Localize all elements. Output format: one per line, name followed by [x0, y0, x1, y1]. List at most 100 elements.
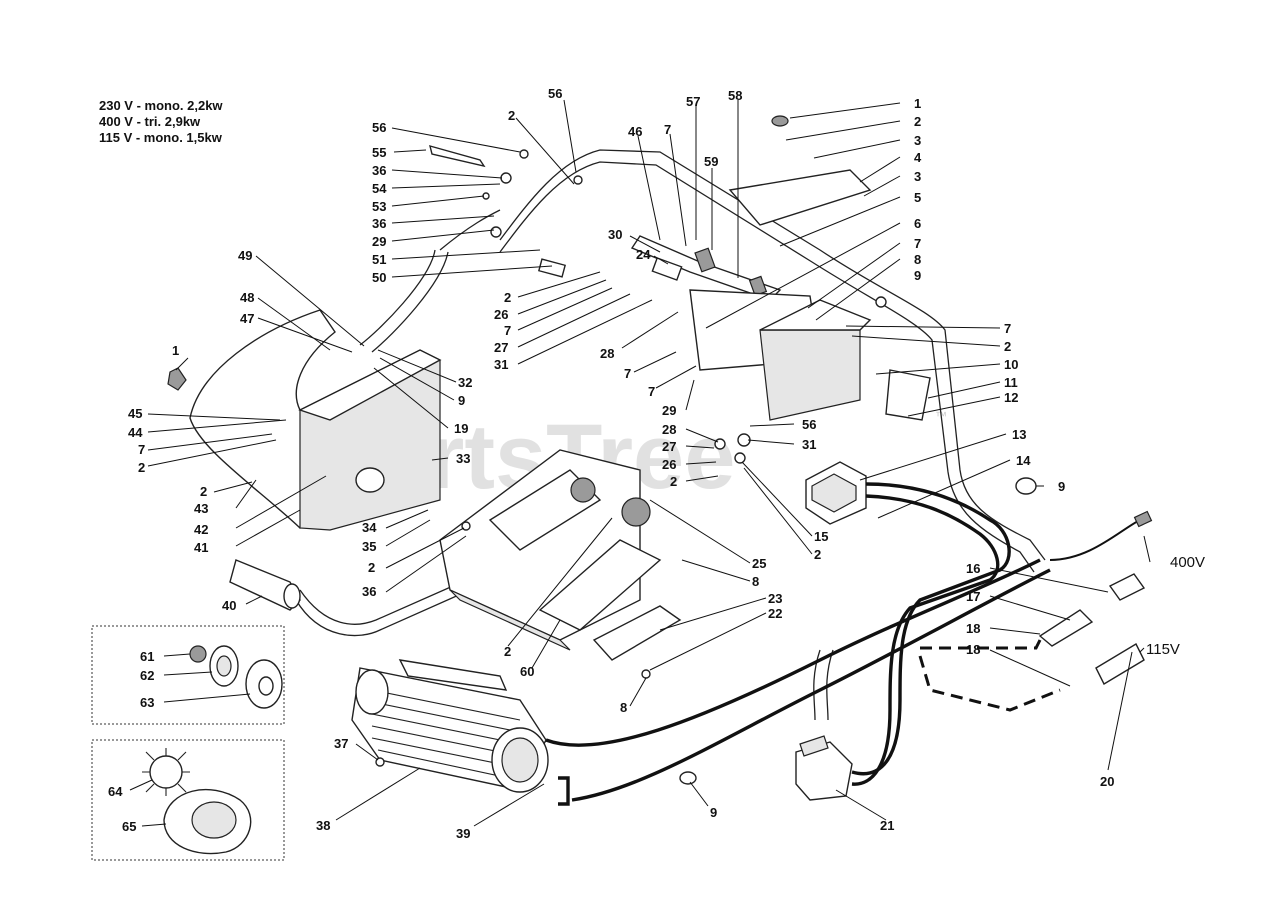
callout-55: 55	[372, 145, 386, 160]
callout-29: 29	[662, 403, 676, 418]
carriage-base	[439, 449, 682, 661]
callout-7: 7	[914, 236, 921, 251]
callout-39: 39	[456, 826, 470, 841]
spec-line-115v: 115 V - mono. 1,5kw	[99, 130, 223, 145]
callout-2: 2	[670, 474, 677, 489]
plate-23	[592, 605, 682, 661]
callout-54: 54	[372, 181, 387, 196]
callout-26: 26	[494, 307, 508, 322]
callout-1: 1	[172, 343, 179, 358]
callout-27: 27	[662, 439, 676, 454]
callout-14: 14	[1016, 453, 1031, 468]
callout-20: 20	[1100, 774, 1114, 789]
callout-56: 56	[802, 417, 816, 432]
callout-7: 7	[138, 442, 145, 457]
callout-24: 24	[636, 247, 651, 262]
callout-49: 49	[238, 248, 252, 263]
callout-17: 17	[966, 589, 980, 604]
motor-38	[351, 659, 549, 793]
callout-8: 8	[914, 252, 921, 267]
callout-8: 8	[620, 700, 627, 715]
knob-1	[167, 367, 187, 391]
washer-36	[500, 172, 512, 184]
callout-51: 51	[372, 252, 386, 267]
callout-33: 33	[456, 451, 470, 466]
callout-36: 36	[372, 216, 386, 231]
callout-47: 47	[240, 311, 254, 326]
callout-57: 57	[686, 94, 700, 109]
inset-pulley	[91, 625, 285, 725]
plug-400v	[1133, 510, 1153, 528]
callout-8: 8	[752, 574, 759, 589]
connector-16	[1108, 573, 1146, 601]
callout-18: 18	[966, 642, 980, 657]
callout-48: 48	[240, 290, 254, 305]
washer-9	[875, 296, 887, 308]
bolt-55	[429, 145, 486, 168]
callout-56: 56	[372, 120, 386, 135]
callout-50: 50	[372, 270, 386, 285]
callout-10: 10	[1004, 357, 1018, 372]
callout-2: 2	[138, 460, 145, 475]
callout-27: 27	[494, 340, 508, 355]
callout-31: 31	[802, 437, 816, 452]
callout-59: 59	[704, 154, 718, 169]
clamp-9-bottom	[679, 771, 697, 785]
callout-7: 7	[624, 366, 631, 381]
callout-16: 16	[966, 561, 980, 576]
leader-lines	[129, 99, 1151, 827]
callout-3: 3	[914, 133, 921, 148]
inset-fan	[91, 739, 285, 861]
callout-23: 23	[768, 591, 782, 606]
callout-2: 2	[368, 560, 375, 575]
label-400v: 400V	[1170, 554, 1205, 571]
callout-34: 34	[362, 520, 377, 535]
clamp-9-right	[1015, 477, 1037, 495]
capacitor-21	[795, 735, 853, 801]
callout-21: 21	[880, 818, 894, 833]
callout-11: 11	[1004, 375, 1018, 390]
callout-64: 64	[108, 784, 123, 799]
callout-60: 60	[520, 664, 534, 679]
callout-28: 28	[662, 422, 676, 437]
callout-32: 32	[458, 375, 472, 390]
callout-31: 31	[494, 357, 508, 372]
callout-2: 2	[504, 290, 511, 305]
callout-45: 45	[128, 406, 142, 421]
callout-35: 35	[362, 539, 376, 554]
knob-1-top	[771, 115, 789, 127]
callout-2: 2	[508, 108, 515, 123]
screw-8	[641, 669, 651, 679]
callout-15: 15	[814, 529, 828, 544]
callout-65: 65	[122, 819, 136, 834]
callout-36: 36	[372, 163, 386, 178]
fasteners	[375, 145, 887, 767]
callout-43: 43	[194, 501, 208, 516]
callout-9: 9	[914, 268, 921, 283]
callout-58: 58	[728, 88, 742, 103]
callout-7: 7	[504, 323, 511, 338]
callout-9: 9	[458, 393, 465, 408]
washer-2	[734, 452, 746, 464]
callout-2: 2	[814, 547, 821, 562]
spec-line-400v: 400 V - tri. 2,9kw	[99, 114, 201, 129]
callout-4: 4	[914, 150, 922, 165]
bushing-29	[490, 226, 502, 238]
callout-30: 30	[608, 227, 622, 242]
callout-6: 6	[914, 216, 921, 231]
switch-box-13	[805, 461, 867, 525]
handle-grip-40	[229, 559, 301, 611]
nut-56-a	[519, 149, 529, 159]
callout-44: 44	[128, 425, 143, 440]
callout-42: 42	[194, 522, 208, 537]
plate-11	[885, 369, 931, 421]
washer-28	[714, 438, 726, 450]
label-115v: 115V	[1146, 641, 1180, 658]
callout-7: 7	[648, 384, 655, 399]
callout-9: 9	[710, 805, 717, 820]
callout-36: 36	[362, 584, 376, 599]
callout-63: 63	[140, 695, 154, 710]
callout-2: 2	[914, 114, 921, 129]
